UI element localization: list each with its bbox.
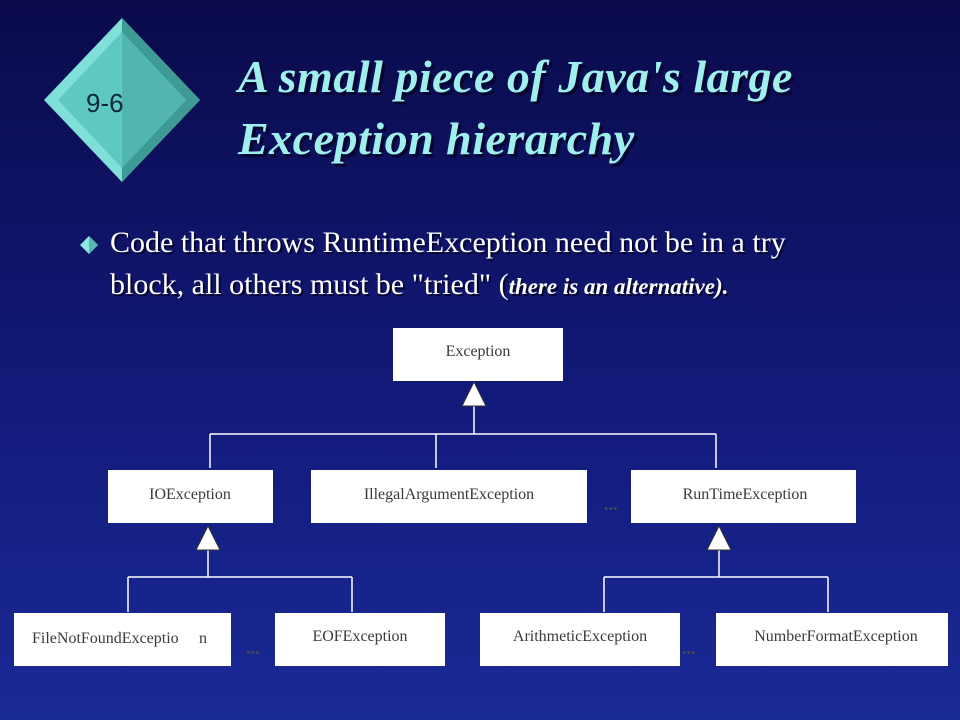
slide-title-line-1: A small piece of Java's large: [238, 51, 793, 102]
arrow-to-runtimeexception: [706, 524, 732, 551]
slide-number-badge: [44, 18, 200, 182]
node-arithmeticexception-label: ArithmeticException: [513, 628, 647, 645]
bullet-text-note: there is an alternative).: [508, 274, 729, 299]
node-exception-label: Exception: [446, 343, 511, 360]
diamond-bullet-icon: [80, 236, 98, 254]
node-illegalargumentexception: IllegalArgumentException: [311, 470, 587, 523]
arrow-to-ioexception: [195, 524, 221, 551]
node-illegalargumentexception-label: IllegalArgumentException: [364, 486, 534, 503]
node-filenotfoundexception-label: FileNotFoundExceptio: [32, 630, 179, 647]
node-numberformatexception: NumberFormatException: [716, 613, 948, 666]
slide-title-line-2: Exception hierarchy: [238, 113, 635, 164]
node-exception: Exception: [393, 328, 563, 381]
bullet-text-line-1: Code that throws RuntimeException need n…: [110, 226, 786, 259]
node-ioexception-label: IOException: [149, 486, 231, 503]
arrow-to-exception: [461, 380, 487, 407]
node-ioexception: IOException: [108, 470, 273, 523]
node-filenotfoundexception-overlap: n: [199, 630, 207, 647]
bullet-text-line-2: block, all others must be "tried" (there…: [110, 268, 728, 302]
node-numberformatexception-label: NumberFormatException: [754, 628, 918, 645]
node-arithmeticexception: ArithmeticException: [480, 613, 680, 666]
bullet-text-main: block, all others must be "tried" (: [110, 268, 509, 301]
ellipsis-runtime: ...: [682, 638, 696, 658]
node-runtimeexception: RunTimeException: [631, 470, 856, 523]
slide-number: 9-6: [86, 88, 124, 118]
node-eofexception-label: EOFException: [312, 628, 407, 645]
connector-lines: [127, 406, 829, 612]
ellipsis-io: ...: [246, 638, 260, 658]
node-filenotfoundexception: FileNotFoundExceptio n: [14, 613, 231, 666]
ellipsis-level2: ...: [604, 494, 618, 514]
node-runtimeexception-label: RunTimeException: [683, 486, 808, 503]
node-eofexception: EOFException: [275, 613, 445, 666]
inheritance-arrows: [195, 380, 732, 551]
